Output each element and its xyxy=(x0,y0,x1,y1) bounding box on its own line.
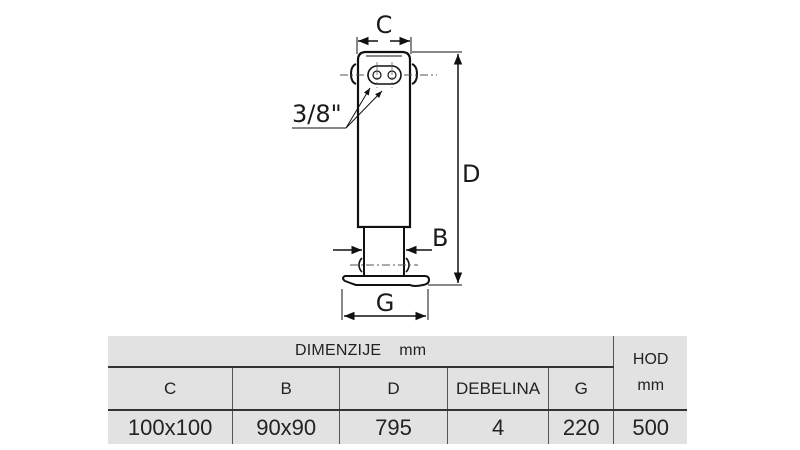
cell-b: 90x90 xyxy=(232,410,340,444)
column-header-g: G xyxy=(548,367,614,411)
label-b: B xyxy=(432,224,448,252)
cell-g: 220 xyxy=(548,410,614,444)
foot-plate xyxy=(342,275,431,287)
dimension-g: G xyxy=(341,289,429,321)
inner-tube xyxy=(350,226,418,278)
jack-technical-drawing: C 3/8" B xyxy=(292,11,480,321)
cell-debelina: 4 xyxy=(446,410,549,444)
column-header-b: B xyxy=(232,367,340,411)
hod-header: HOD mm xyxy=(613,336,687,411)
dimension-b: B xyxy=(333,224,448,255)
outer-tube xyxy=(340,50,437,229)
table-row: 100x100 90x90 795 4 220 500 xyxy=(108,410,687,444)
table-column-header-row: C B D DEBELINA G xyxy=(108,367,687,411)
cell-c: 100x100 xyxy=(127,414,213,440)
cell-d: 795 xyxy=(339,410,448,444)
cell-hod: 500 xyxy=(613,410,687,444)
label-hole-size: 3/8" xyxy=(292,100,342,128)
column-header-debelina: DEBELINA xyxy=(446,367,549,411)
column-header-d: D xyxy=(339,367,448,411)
label-g: G xyxy=(376,289,395,317)
dimension-c: C xyxy=(356,11,412,54)
label-c: C xyxy=(376,11,393,39)
column-header-c: C xyxy=(108,367,233,411)
dimension-d: D xyxy=(412,51,480,286)
label-d: D xyxy=(462,160,480,188)
hole-size-callout: 3/8" xyxy=(292,87,383,129)
